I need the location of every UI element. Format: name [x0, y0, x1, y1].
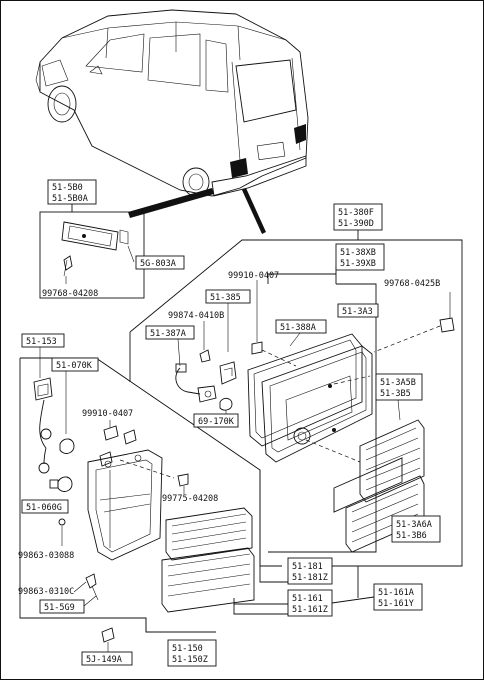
part-label: 51-388A: [280, 323, 316, 333]
part-label: 99863-03088: [18, 551, 74, 561]
part-label: 51-385: [210, 293, 241, 303]
part-label: 51-161Z: [292, 605, 328, 615]
part-label: 51-150Z: [172, 655, 208, 665]
part-label: 51-150: [172, 644, 203, 654]
part-label: 5J-149A: [86, 655, 122, 665]
part-label: 51-5B0: [52, 183, 83, 193]
part-label: 99863-0310C: [18, 587, 74, 597]
license-lamp-frame: [39, 211, 145, 299]
part-label: 51-380F: [338, 208, 374, 218]
lens-group-right: 51-3A5B 51-3B5 51-3A6A 51-3B6: [305, 373, 441, 553]
part-label: 99910-0407: [82, 409, 133, 419]
lower-lens-group: 51-181 51-181Z 51-161 51-161Z 51-161A 51…: [161, 507, 423, 617]
wiring-harness-group: 51-387A 69-170K: [145, 280, 297, 428]
part-label: 51-070K: [56, 361, 93, 371]
part-label: 99874-0410B: [168, 311, 224, 321]
part-label: 69-170K: [198, 417, 235, 427]
part-label: 51-161A: [378, 588, 414, 598]
vehicle-illustration: [35, 9, 309, 234]
part-label: 51-3A3: [342, 307, 373, 317]
part-label: 99768-0425B: [384, 279, 440, 289]
part-label: 99768-04208: [42, 289, 98, 299]
license-lamp-group: 51-5B0 51-5B0A 99768-04208 5G-803A: [39, 179, 185, 299]
upper-right-labels: 51-380F 51-390D 51-38XB 51-39XB 99910-04…: [168, 203, 440, 352]
part-label: 51-39XB: [340, 259, 376, 269]
part-label: 51-181: [292, 562, 323, 572]
part-label: 51-5G9: [44, 603, 75, 613]
part-label: 99775-04208: [162, 494, 218, 504]
part-label: 51-387A: [150, 329, 186, 339]
part-label: 51-161: [292, 594, 323, 604]
part-label: 51-5B0A: [52, 194, 88, 204]
part-label: 51-161Y: [378, 599, 414, 609]
part-label: 51-390D: [338, 219, 374, 229]
rear-combination-lamp-body: [87, 449, 175, 561]
part-label: 51-3B5: [380, 389, 411, 399]
part-label: 51-3B6: [396, 531, 427, 541]
part-label: 51-38XB: [340, 248, 376, 258]
lamp-housing: 51-388A: [247, 292, 455, 463]
part-label: 51-3A5B: [380, 378, 416, 388]
part-label: 51-060G: [26, 503, 62, 513]
bottom-labels: 99863-0310C 51-5G9 5J-149A 51-150 51-150…: [18, 573, 217, 667]
part-label: 51-153: [26, 337, 57, 347]
part-label: 5G-803A: [140, 259, 176, 269]
socket-bulb-group: 51-153 51-070K 99910-0407 51-060G 99775-…: [18, 333, 218, 561]
part-label: 51-3A6A: [396, 520, 432, 530]
part-label: 99910-0407: [228, 271, 279, 281]
part-label: 51-181Z: [292, 573, 328, 583]
